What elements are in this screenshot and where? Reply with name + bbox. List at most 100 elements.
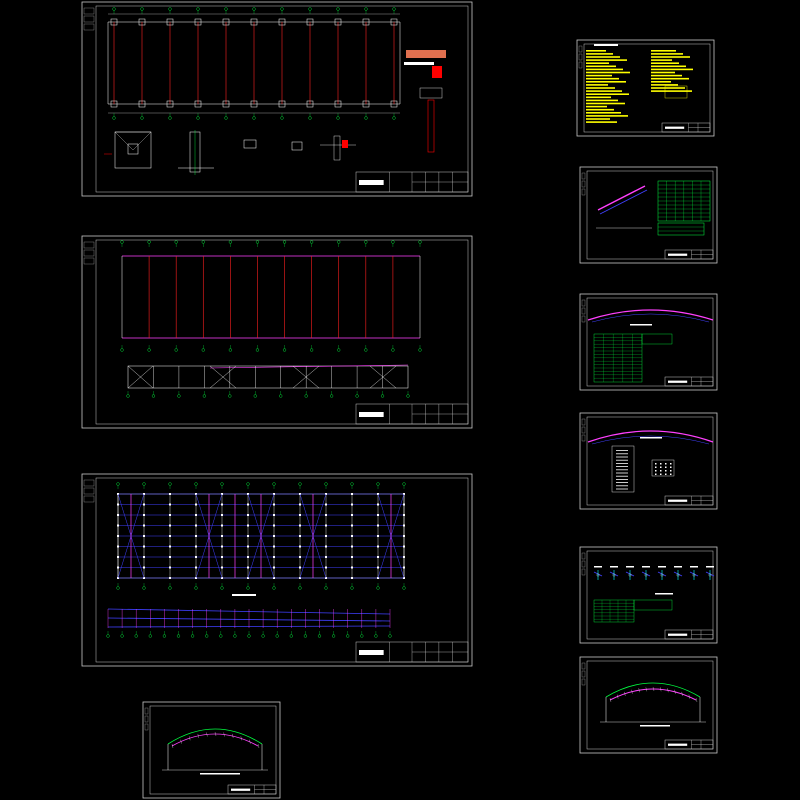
title-block-text-mark: [668, 633, 688, 636]
detail-grid-dot: [670, 463, 672, 465]
axis-bubble: [168, 482, 172, 486]
purlin-node: [221, 514, 223, 516]
section-arch-outer: [605, 682, 701, 698]
purlin-node: [273, 545, 275, 548]
axis-bubble: [324, 482, 328, 486]
axis-bubble: [252, 116, 256, 120]
binding-strip-cell: [83, 257, 95, 265]
purlin-node: [221, 556, 223, 558]
sheet-inner-border: [95, 477, 469, 663]
purlin-node: [195, 566, 197, 569]
binding-strip-cell: [581, 180, 586, 188]
axis-bubble: [279, 394, 283, 398]
title-block-text-mark: [668, 380, 688, 383]
sheet-node-details: [579, 546, 718, 644]
note-text-line: [586, 77, 619, 80]
sheet-arch-truss-table: [579, 293, 718, 391]
sheet-outer-border: [579, 293, 718, 391]
sheet-outer-border: [579, 546, 718, 644]
axis-bubble: [116, 482, 120, 486]
axis-bubble: [112, 116, 116, 120]
axis-bubble: [298, 586, 302, 590]
detail-list-row: [616, 485, 628, 487]
member-sketch-1: [597, 185, 646, 211]
section-web-member: [674, 689, 676, 694]
axis-bubble: [147, 240, 151, 244]
title-block-text-mark: [668, 743, 688, 746]
section-web-member: [638, 688, 640, 693]
axis-bubble: [391, 240, 395, 244]
purlin-node: [143, 545, 145, 548]
axis-bubble: [392, 7, 396, 11]
purlin-node: [247, 524, 249, 527]
axis-bubble: [282, 240, 287, 244]
note-block: [406, 50, 446, 58]
section-web-member: [688, 694, 690, 699]
purlin-node: [351, 566, 353, 569]
note-text-line: [651, 87, 685, 89]
note-text-line: [586, 84, 608, 86]
sheet-outer-border: [81, 473, 473, 667]
node-table: [593, 599, 635, 623]
node-detail-label: [690, 566, 698, 568]
arch-truss-bottom: [591, 313, 710, 323]
note-text-line: [586, 112, 621, 114]
purlin-node: [247, 514, 249, 516]
node-detail-bolt: [660, 573, 664, 577]
detail-list-row: [616, 459, 628, 461]
purlin-node: [403, 524, 405, 527]
purlin-node: [377, 503, 379, 506]
node-detail-label: [610, 566, 618, 568]
purlin-node: [169, 524, 171, 527]
binding-strip-cell: [581, 299, 586, 307]
axis-bubble: [126, 394, 130, 398]
section-web-member: [667, 688, 669, 693]
section-web-member: [695, 697, 698, 703]
axis-bubble: [304, 394, 308, 398]
arch-web-member: [171, 743, 174, 749]
title-block-text-mark: [359, 412, 384, 417]
axis-bubble: [220, 586, 224, 590]
binding-strip-cell: [578, 45, 583, 53]
section-web-member: [609, 697, 612, 703]
purlin-node: [403, 566, 405, 569]
purlin-node: [351, 577, 353, 579]
note-text-line: [586, 87, 615, 89]
purlin-node: [351, 503, 353, 506]
purlin-node: [351, 514, 353, 516]
note-text-line: [651, 56, 690, 58]
purlin-node: [195, 556, 197, 558]
purlin-node: [117, 556, 119, 558]
axis-bubble: [142, 586, 146, 590]
axis-bubble: [350, 482, 354, 486]
purlin-node: [299, 566, 301, 569]
axis-bubble: [205, 634, 209, 638]
axis-bubble: [224, 7, 228, 11]
node-detail-label: [674, 566, 682, 568]
axis-bubble: [140, 116, 144, 120]
sheet-inner-border: [149, 705, 277, 795]
axis-bubble: [280, 7, 284, 11]
axis-bubble: [196, 7, 200, 11]
purlin-node: [117, 566, 119, 569]
sheet-arch-section: [579, 656, 718, 754]
axis-bubble: [228, 240, 232, 244]
detail-grid-dot: [660, 463, 662, 465]
axis-bubble: [364, 7, 368, 11]
footing-bottom: [334, 100, 342, 108]
binding-strip-cell: [581, 434, 586, 442]
detail-list-row: [616, 456, 628, 458]
note-text-line: [586, 81, 626, 83]
purlin-node: [299, 545, 301, 548]
purlin-node: [299, 524, 301, 527]
note-text-line: [586, 105, 607, 108]
axis-bubble: [376, 482, 380, 486]
node-detail-label: [658, 566, 666, 568]
axis-bubble: [140, 7, 144, 11]
purlin-node: [325, 556, 327, 558]
axis-bubble: [298, 482, 302, 486]
detail-grid-dot: [670, 473, 672, 475]
note-text-line: [586, 93, 629, 95]
purlin-node: [299, 503, 301, 506]
axis-bubble: [134, 634, 138, 638]
